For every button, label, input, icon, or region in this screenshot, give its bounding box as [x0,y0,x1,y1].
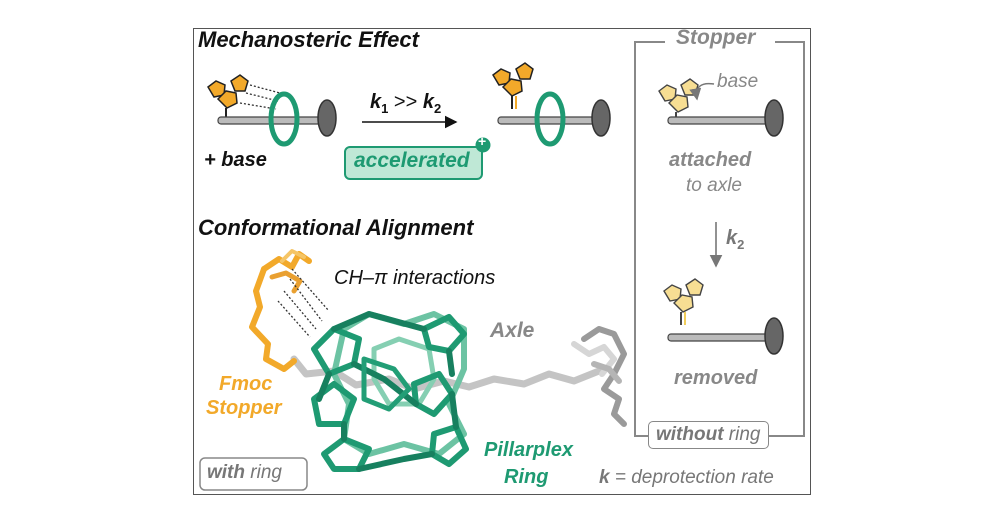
fmoc-icon-left [207,74,249,119]
interaction-dash-2 [245,92,279,102]
axle-stopper-left [317,99,337,137]
title-conformational: Conformational Alignment [198,215,474,240]
axle-attached [667,116,777,125]
fmoc-stopper-structure [249,249,312,372]
stopper-panel-title: Stopper [676,26,756,49]
with-word: with [207,462,245,483]
k-definition-text: = deprotection rate [609,467,774,488]
fmoc-label: Fmoc [219,373,273,395]
k-definition-symbol: k [599,467,610,488]
k-definition: k = deprotection rate [599,467,774,489]
k2-panel-subscript: 2 [737,237,745,252]
accelerated-box [344,146,483,180]
axle-stopper-removed [764,317,784,355]
attached-label: attached [669,149,752,171]
k2-panel-symbol: k [726,227,738,249]
k2-label: k2 [726,227,744,252]
plus-badge [475,137,491,153]
pillarplex-label: Pillarplex [484,439,573,461]
ch-pi-dashes [277,268,330,338]
figure-graphics [199,41,805,491]
title-mechanosteric: Mechanosteric Effect [198,27,419,52]
removed-label: removed [674,367,758,389]
plus-sign: + [478,133,487,149]
without-ring-label: without ring [648,421,769,449]
with-ring-box [199,457,308,491]
ring-word-footer: ring [245,462,282,483]
base-attack-arrow [689,82,715,101]
stopper-label: Stopper [206,397,282,419]
ring-label: Ring [504,466,549,488]
base-reagent-label: + base [204,149,267,171]
without-word: without [656,424,724,445]
ring-word-panel: ring [723,424,761,445]
base-label: base [717,71,759,92]
fmoc-icon-pale-removed [663,278,704,325]
fmoc-icon-right [492,62,534,109]
figure-frame: Mechanosteric Effect Conformational Alig… [193,26,811,495]
axle-label: Axle [490,319,535,342]
pillarplex-ring-structure [311,311,469,472]
ch-pi-label: CH–π interactions [334,267,496,289]
pillarplex-ring-icon-left [268,91,300,147]
rate-comparison: k1 >> k2 [370,91,441,116]
axle-stopper-attached [764,99,784,137]
with-ring-label: with ring [207,462,282,484]
k1-symbol: k [370,91,382,113]
accelerated-label: accelerated [354,149,470,172]
axle-stopper-right [591,99,611,137]
much-greater-sign: >> [393,91,418,113]
k2-subscript: 2 [433,101,442,116]
pillarplex-ring-icon-right [534,91,566,147]
axle-removed [667,333,777,342]
k2-symbol: k [422,91,434,113]
interaction-dash-1 [249,84,281,94]
axle-right [497,116,603,125]
k1-subscript: 1 [381,101,389,116]
fmoc-icon-pale-attached [658,78,699,119]
to-axle-label: to axle [686,175,742,196]
